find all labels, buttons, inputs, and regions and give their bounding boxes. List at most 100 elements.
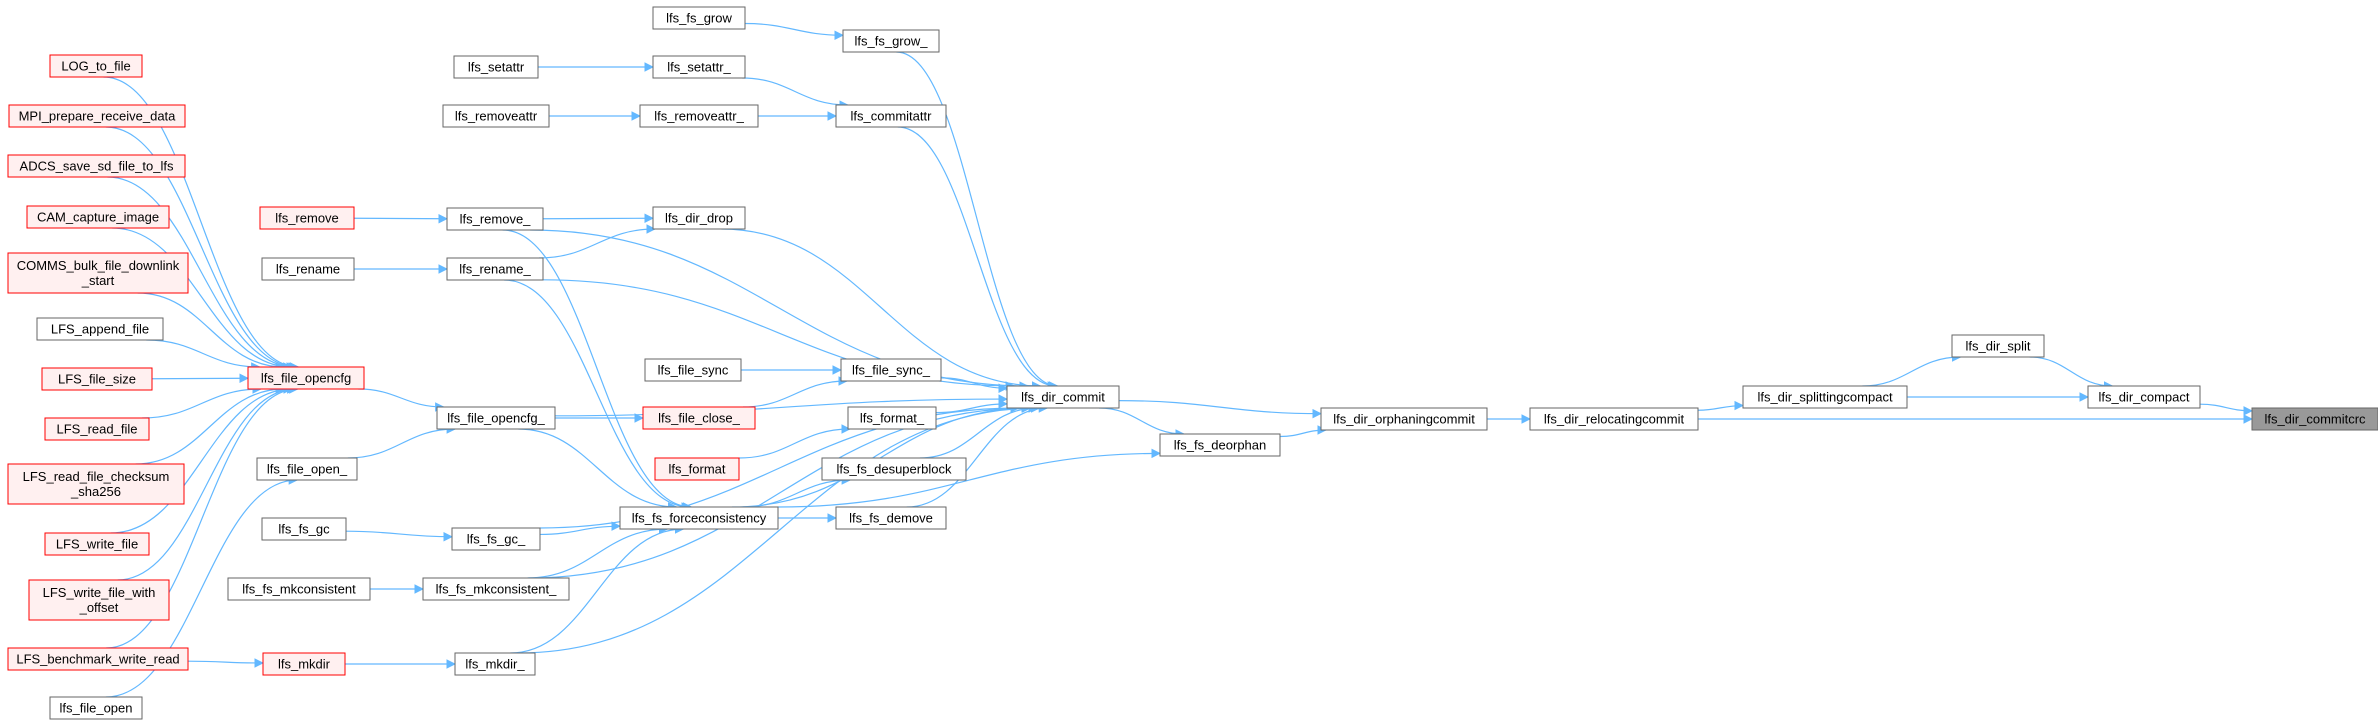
node-box [1742, 385, 1908, 409]
edge-mkconsistent--to-forceconsistency [527, 524, 669, 579]
node-log-to-file[interactable]: LOG_to_file [49, 54, 143, 78]
edge-rename--to-forceconsistency [504, 279, 691, 512]
edge-format-to-format- [738, 424, 851, 459]
node-label: lfs_format [668, 462, 725, 477]
node-label: _start [81, 273, 115, 288]
node-mkdir-[interactable]: lfs_mkdir_ [454, 652, 536, 676]
node-label: lfs_file_sync_ [852, 363, 931, 378]
node-setattr-[interactable]: lfs_setattr_ [652, 55, 746, 79]
node-box [28, 579, 170, 621]
node-removeattr-[interactable]: lfs_removeattr_ [639, 104, 759, 128]
node-label: lfs_rename_ [459, 262, 531, 277]
node-label: lfs_commitattr [851, 109, 933, 124]
node-relocatingcommit[interactable]: lfs_dir_relocatingcommit [1529, 407, 1699, 431]
node-fs-gc-[interactable]: lfs_fs_gc_ [451, 527, 541, 551]
node-box [41, 367, 153, 391]
node-label: ADCS_save_sd_file_to_lfs [20, 159, 174, 174]
node-benchmark[interactable]: LFS_benchmark_write_read [7, 647, 189, 671]
node-remove[interactable]: lfs_remove [259, 206, 355, 230]
node-label: lfs_fs_grow [666, 11, 732, 26]
node-write-file[interactable]: LFS_write_file [44, 532, 150, 556]
node-dir-drop[interactable]: lfs_dir_drop [652, 206, 746, 230]
node-box [2087, 385, 2201, 409]
edge-adcs-save-to-file-opencfg [107, 176, 297, 372]
node-commitattr[interactable]: lfs_commitattr [835, 104, 947, 128]
node-label: LOG_to_file [61, 59, 130, 74]
node-read-file[interactable]: LFS_read_file [44, 417, 150, 441]
edge-compact-to-commitcrc [2199, 403, 2253, 416]
node-rename[interactable]: lfs_rename [261, 257, 355, 281]
node-file-size[interactable]: LFS_file_size [41, 367, 153, 391]
node-label: LFS_read_file [57, 422, 138, 437]
node-file-close-[interactable]: lfs_file_close_ [642, 406, 756, 430]
node-file-opencfg-[interactable]: lfs_file_opencfg_ [436, 406, 556, 430]
node-label: lfs_format_ [860, 411, 925, 426]
node-box [453, 55, 539, 79]
node-setattr[interactable]: lfs_setattr [453, 55, 539, 79]
node-box [49, 54, 143, 78]
edge-mkdir--to-dir-commit [518, 403, 1041, 654]
node-remove-[interactable]: lfs_remove_ [446, 207, 544, 231]
node-write-offset[interactable]: LFS_write_file_with_offset [28, 579, 170, 621]
node-box [835, 506, 947, 530]
node-read-checksum[interactable]: LFS_read_file_checksum_sha256 [7, 463, 185, 505]
node-mkdir[interactable]: lfs_mkdir [262, 652, 346, 676]
node-file-sync-[interactable]: lfs_file_sync_ [840, 358, 942, 382]
node-box [261, 257, 355, 281]
node-fs-grow[interactable]: lfs_fs_grow [652, 6, 746, 30]
node-desuperblock[interactable]: lfs_fs_desuperblock [821, 457, 967, 481]
node-label: lfs_fs_gc_ [467, 532, 526, 547]
node-label: lfs_file_open_ [267, 462, 348, 477]
node-forceconsistency[interactable]: lfs_fs_forceconsistency [619, 506, 779, 530]
node-box [821, 457, 967, 481]
node-commitcrc[interactable]: lfs_dir_commitcrc [2251, 407, 2378, 431]
node-orphaningcommit[interactable]: lfs_dir_orphaningcommit [1320, 407, 1488, 431]
node-box [1159, 433, 1281, 457]
node-box [446, 207, 544, 231]
edge-split-to-compact [2029, 356, 2114, 391]
node-box [1951, 334, 2045, 358]
node-file-opencfg[interactable]: lfs_file_opencfg [247, 366, 365, 390]
edge-dir-commit-to-deorphan [1098, 407, 1185, 439]
node-demove[interactable]: lfs_fs_demove [835, 506, 947, 530]
edge-file-sync--to-dir-commit [940, 377, 1008, 394]
node-append-file[interactable]: LFS_append_file [36, 317, 164, 341]
node-rename-[interactable]: lfs_rename_ [446, 257, 544, 281]
edge-forceconsistency-to-deorphan [777, 448, 1161, 508]
node-compact[interactable]: lfs_dir_compact [2087, 385, 2201, 409]
node-label: lfs_dir_commitcrc [2264, 412, 2366, 427]
node-fs-gc[interactable]: lfs_fs_gc [261, 517, 347, 541]
node-label: lfs_mkdir [278, 657, 331, 672]
node-label: lfs_dir_drop [665, 211, 733, 226]
node-dir-commit[interactable]: lfs_dir_commit [1006, 385, 1120, 409]
edge-dir-drop-to-dir-commit [721, 228, 1042, 391]
node-deorphan[interactable]: lfs_fs_deorphan [1159, 433, 1281, 457]
node-file-open[interactable]: lfs_file_open [49, 696, 143, 720]
node-splittingcompact[interactable]: lfs_dir_splittingcompact [1742, 385, 1908, 409]
node-file-sync[interactable]: lfs_file_sync [644, 358, 742, 382]
node-label: lfs_fs_demove [849, 511, 933, 526]
node-label: lfs_removeattr [455, 109, 538, 124]
edge-dir-commit-to-orphaningcommit [1118, 400, 1322, 419]
node-box [847, 406, 937, 430]
node-cam-capture[interactable]: CAM_capture_image [26, 205, 170, 229]
edge-rename--to-dir-drop [538, 224, 656, 259]
edge-fs-grow-to-fs-grow- [744, 22, 844, 41]
node-label: lfs_fs_gc [278, 522, 330, 537]
node-label: LFS_append_file [51, 322, 149, 337]
node-comms-bulk[interactable]: COMMS_bulk_file_downlink_start [7, 252, 189, 294]
node-fs-grow-[interactable]: lfs_fs_grow_ [842, 29, 940, 53]
node-split[interactable]: lfs_dir_split [1951, 334, 2045, 358]
node-adcs-save[interactable]: ADCS_save_sd_file_to_lfs [7, 154, 186, 178]
node-format-[interactable]: lfs_format_ [847, 406, 937, 430]
edge-benchmark-to-file-opencfg [106, 384, 299, 649]
node-removeattr[interactable]: lfs_removeattr [442, 104, 550, 128]
node-mkconsistent-[interactable]: lfs_fs_mkconsistent_ [422, 577, 570, 601]
node-mpi-prepare[interactable]: MPI_prepare_receive_data [8, 104, 186, 128]
node-file-open-[interactable]: lfs_file_open_ [256, 457, 358, 481]
edge-cam-capture-to-file-opencfg [112, 227, 293, 372]
node-format[interactable]: lfs_format [654, 457, 740, 481]
node-label: lfs_file_open [60, 701, 133, 716]
node-mkconsistent[interactable]: lfs_fs_mkconsistent [227, 577, 371, 601]
node-label: LFS_read_file_checksum [23, 469, 170, 484]
